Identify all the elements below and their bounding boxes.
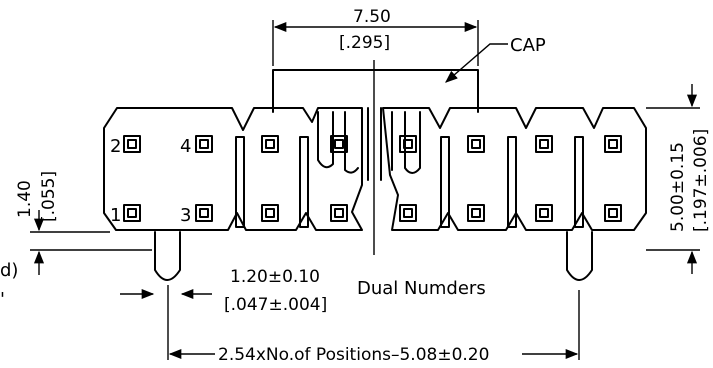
dim-pin-pitch-in: [.047±.004] [224, 295, 327, 315]
dim-pin-offset [30, 210, 152, 275]
pin-square-inner-15 [539, 208, 549, 218]
pin-square-6 [467, 135, 485, 153]
pin-square-2 [195, 135, 213, 153]
pin-square-1 [123, 135, 141, 153]
pin-square-inner-14 [471, 208, 481, 218]
housing-left [103, 107, 363, 231]
pin-square-inner-3 [265, 139, 275, 149]
pin-contacts [123, 135, 622, 222]
pin-square-inner-1 [127, 139, 137, 149]
pin-square-inner-11 [265, 208, 275, 218]
pin-square-15 [535, 204, 553, 222]
pin-square-8 [604, 135, 622, 153]
pin-square-14 [467, 204, 485, 222]
pin-square-10 [195, 204, 213, 222]
dim-cap-width-in: [.295] [339, 33, 390, 53]
dim-pin-pitch-mm: 1.20±0.10 [230, 267, 320, 287]
edge-fragment-2: ' [0, 289, 5, 310]
pin-square-5 [399, 135, 417, 153]
pin-square-inner-9 [127, 208, 137, 218]
pin-square-16 [604, 204, 622, 222]
pin-square-inner-5 [403, 139, 413, 149]
edge-fragment-1: d) [0, 260, 18, 281]
leg-left [154, 231, 181, 281]
pin-square-12 [330, 204, 348, 222]
pin-number-3: 3 [180, 205, 191, 226]
pin-number-4: 4 [180, 136, 191, 157]
pin-square-inner-4 [334, 139, 344, 149]
dual-numbers-label: Dual Numders [357, 278, 486, 299]
pin-square-inner-16 [608, 208, 618, 218]
pin-number-1: 1 [110, 205, 121, 226]
pin-square-inner-10 [199, 208, 209, 218]
dim-length-text: 2.54xNo.of Positions–5.08±0.20 [218, 345, 489, 365]
dim-length [168, 290, 580, 360]
leg-right [566, 231, 593, 281]
pin-square-7 [535, 135, 553, 153]
dim-pin-offset-mm: 1.40 [15, 180, 35, 218]
dim-height-in: [.197±.006] [691, 129, 711, 232]
housing-right [382, 107, 647, 231]
dim-height-mm: 5.00±0.15 [668, 142, 688, 232]
dim-pin-offset-in: [.055] [39, 171, 59, 222]
pin-square-11 [261, 204, 279, 222]
dim-cap-width [272, 20, 479, 66]
pin-square-13 [399, 204, 417, 222]
pin-square-9 [123, 204, 141, 222]
pin-square-3 [261, 135, 279, 153]
pin-square-inner-7 [539, 139, 549, 149]
pin-square-inner-12 [334, 208, 344, 218]
dim-pin-pitch [120, 285, 212, 360]
pin-square-inner-2 [199, 139, 209, 149]
pin-square-inner-6 [471, 139, 481, 149]
dim-height [646, 84, 700, 274]
pin-number-2: 2 [110, 136, 121, 157]
cap-leader [445, 43, 508, 83]
pin-square-4 [330, 135, 348, 153]
pin-square-inner-8 [608, 139, 618, 149]
pin-square-inner-13 [403, 208, 413, 218]
cap-label: CAP [510, 35, 546, 56]
dim-cap-width-mm: 7.50 [353, 7, 391, 27]
cap-outline [272, 69, 479, 113]
